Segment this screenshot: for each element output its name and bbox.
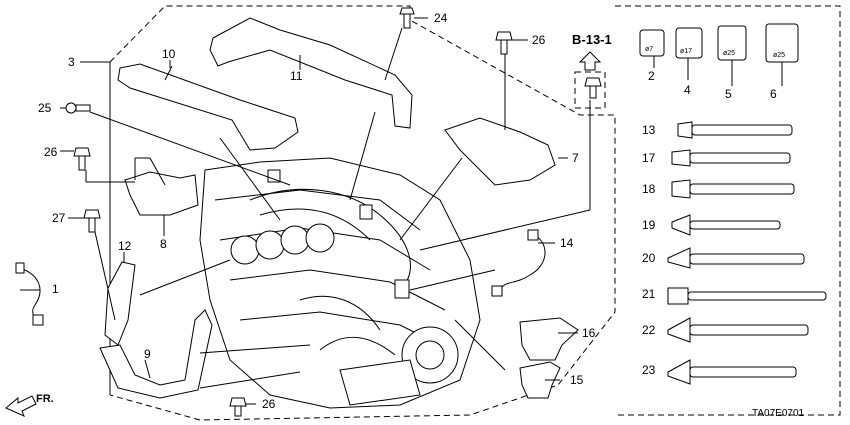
callout-12: 12 — [118, 239, 132, 253]
callout-24: 24 — [434, 11, 448, 25]
cable-tie-20 — [667, 247, 805, 269]
part-15-harness-cover — [519, 361, 561, 399]
cable-tie-17 — [671, 149, 791, 167]
callout-labels: 1 2 3 4 5 6 7 8 9 10 11 12 13 14 15 16 1… — [38, 11, 777, 411]
callout-20: 20 — [642, 251, 656, 265]
clip-2-size: ø7 — [645, 46, 653, 53]
callout-18: 18 — [642, 182, 656, 196]
arrow-left-icon — [5, 395, 37, 417]
leader-lines — [20, 17, 783, 405]
bolt-24 — [399, 7, 415, 29]
callout-25: 25 — [38, 101, 52, 115]
bolt-26-top — [495, 31, 513, 55]
clip-size-labels: ø7 ø17 ø25 ø25 — [645, 46, 785, 59]
part-9-harness-cover — [99, 309, 213, 399]
callout-4: 4 — [684, 83, 691, 97]
bolt-b-13-1 — [584, 77, 602, 99]
clip-4-size: ø17 — [680, 48, 692, 55]
callout-6: 6 — [770, 87, 777, 101]
callout-26-bottom: 26 — [262, 397, 276, 411]
callout-5: 5 — [725, 87, 732, 101]
cable-tie-18 — [671, 179, 795, 199]
engine-assembly-illustration — [199, 157, 481, 409]
part-8-bracket — [124, 171, 199, 236]
part-1-sub-harness — [15, 262, 44, 326]
callout-2: 2 — [648, 69, 655, 83]
callout-17: 17 — [642, 151, 656, 165]
callout-26-top: 26 — [532, 33, 546, 47]
main-group-outline — [80, 5, 841, 421]
reference-label: B-13-1 — [572, 32, 612, 47]
bolt-27 — [83, 209, 101, 233]
part-12-harness-cover — [104, 252, 136, 346]
callout-22: 22 — [642, 323, 656, 337]
part-10-harness-cover — [117, 63, 299, 151]
callout-19: 19 — [642, 218, 656, 232]
cable-tie-23 — [667, 359, 797, 385]
part-16-harness-cover — [519, 317, 579, 361]
callout-14: 14 — [560, 236, 574, 250]
callout-27: 27 — [52, 211, 66, 225]
part-7-bracket — [444, 117, 568, 186]
cable-tie-22 — [667, 317, 809, 343]
callout-15: 15 — [570, 373, 584, 387]
callout-11: 11 — [290, 69, 303, 83]
callout-10: 10 — [162, 47, 176, 61]
callout-16: 16 — [582, 326, 596, 340]
callout-21: 21 — [642, 287, 656, 301]
clip-2 — [639, 29, 665, 57]
bolt-26-left — [73, 147, 91, 171]
front-direction-label: FR. — [36, 393, 54, 405]
arrow-up-icon — [578, 51, 602, 71]
callout-23: 23 — [642, 363, 656, 377]
reference-b-13-1: B-13-1 — [572, 32, 612, 109]
cable-tie-13 — [677, 121, 793, 139]
callout-3: 3 — [68, 55, 75, 69]
callout-26-left: 26 — [44, 145, 58, 159]
front-direction-indicator: FR. — [5, 393, 54, 417]
cable-tie-21 — [667, 287, 827, 305]
part-14-sub-harness — [491, 229, 546, 297]
callout-13: 13 — [642, 123, 656, 137]
callout-8: 8 — [160, 237, 167, 251]
clip-5-size: ø25 — [723, 50, 735, 57]
clip-4 — [675, 27, 703, 59]
callout-1: 1 — [52, 282, 59, 296]
drawing-code: TA07E0701 — [752, 408, 805, 419]
cable-tie-19 — [671, 214, 781, 236]
callout-9: 9 — [144, 347, 151, 361]
bolt-26-bottom — [229, 397, 247, 417]
bolt-25 — [65, 102, 91, 114]
callout-7: 7 — [572, 151, 579, 165]
clip-6-size: ø25 — [773, 52, 785, 59]
